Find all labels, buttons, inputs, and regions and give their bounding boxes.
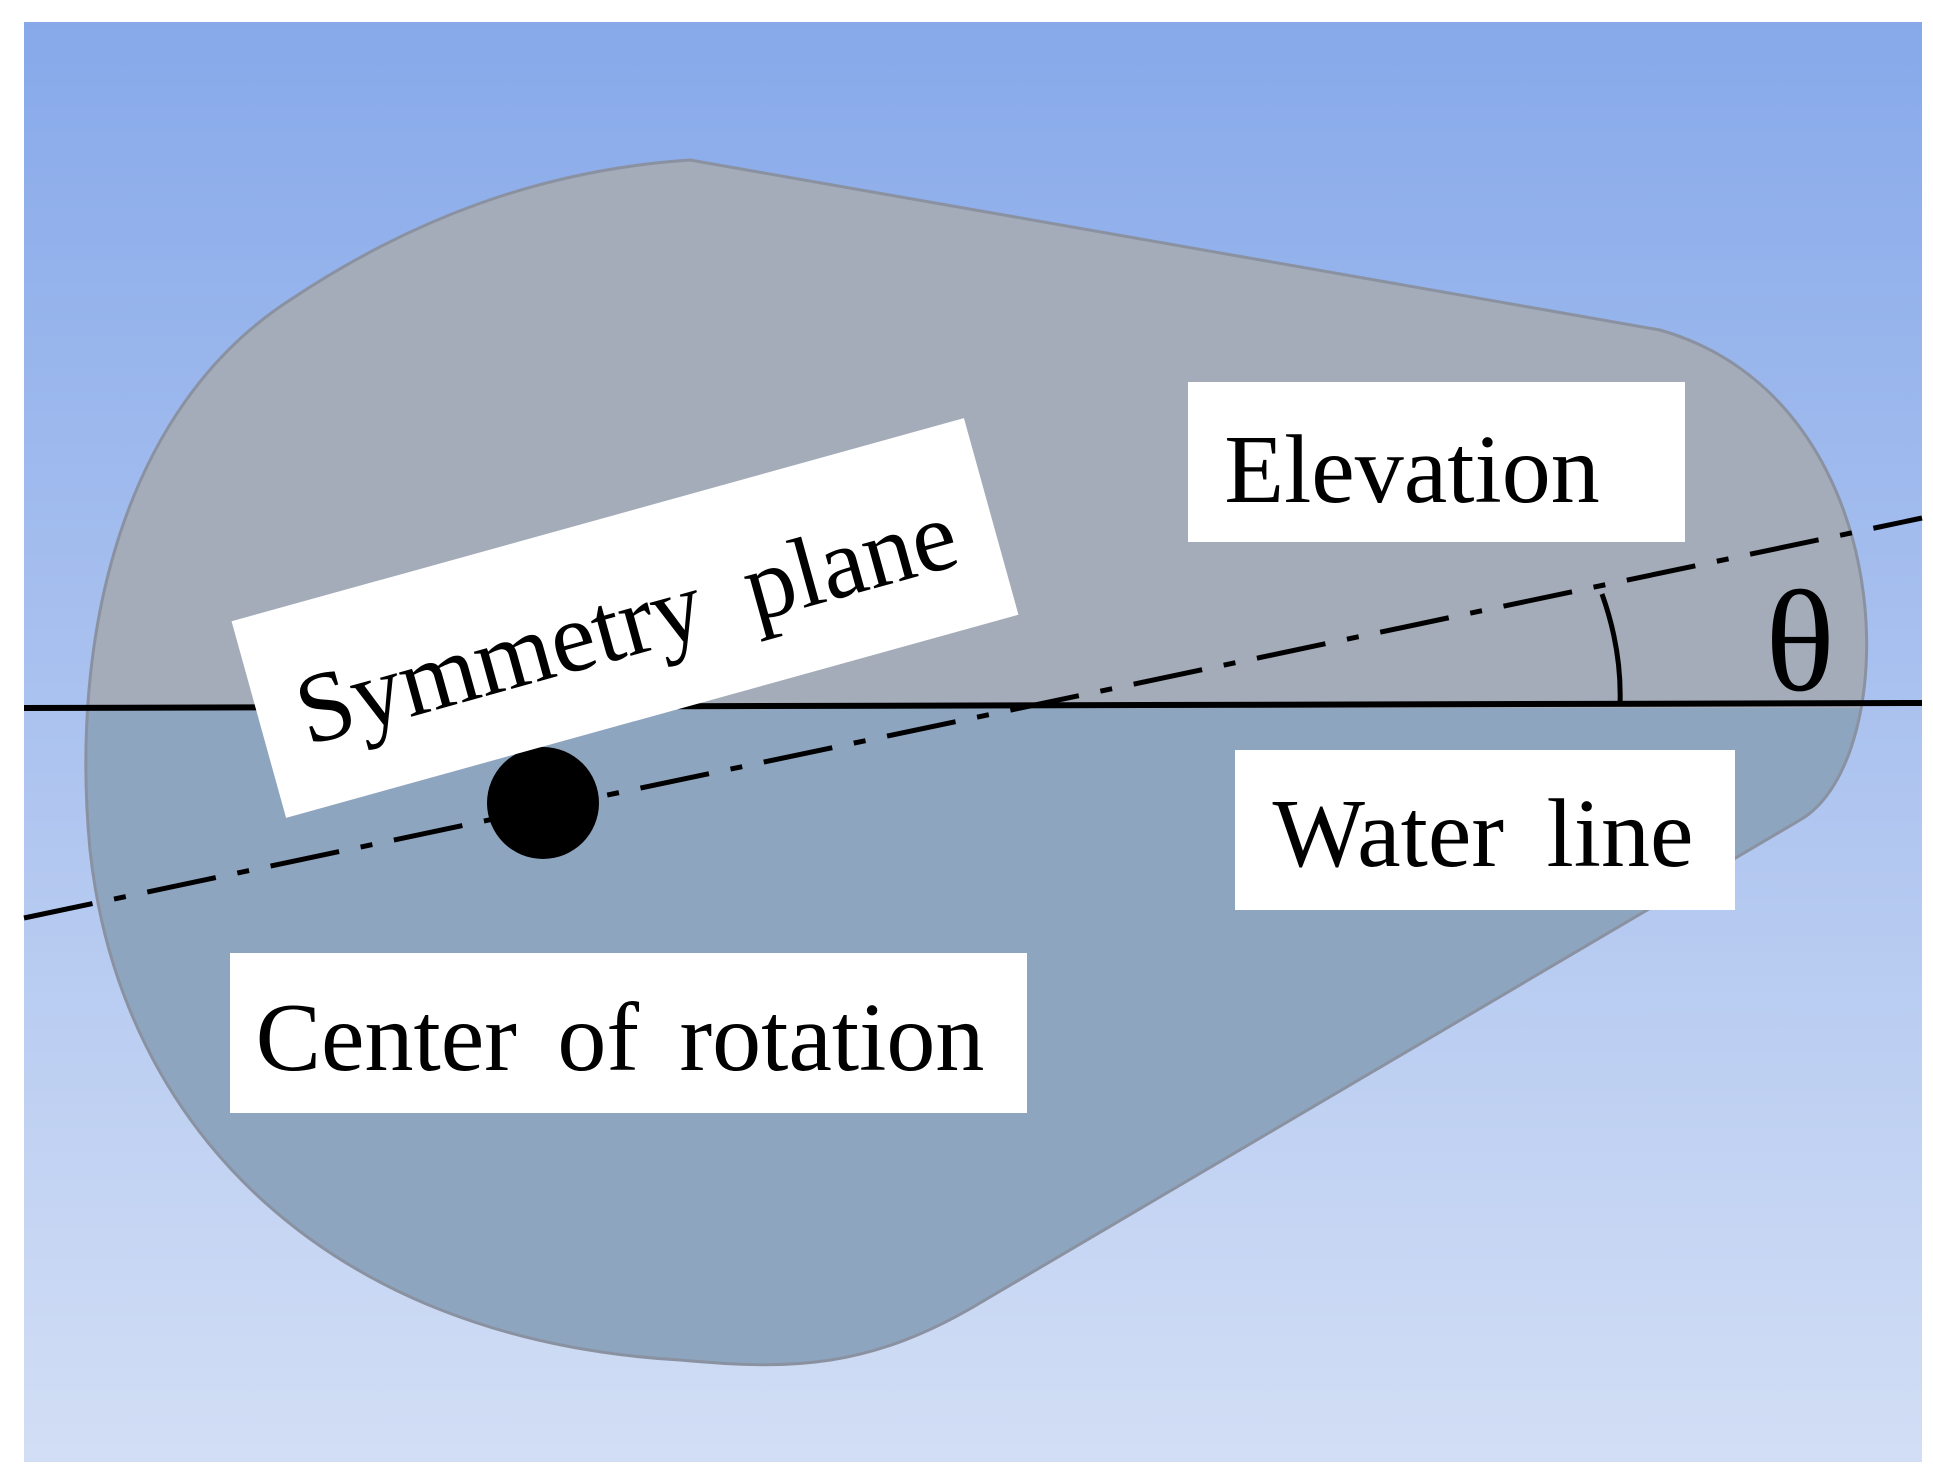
water-line-callout: Water line bbox=[1235, 750, 1735, 910]
water-line-label: Water line bbox=[1273, 780, 1694, 888]
center-of-rotation-point bbox=[487, 747, 599, 859]
hull-outline bbox=[84, 158, 1869, 1367]
elevation-callout: Elevation bbox=[1188, 382, 1685, 542]
water-line-label-box bbox=[1235, 750, 1735, 910]
angle-theta-label: θ bbox=[1765, 562, 1834, 722]
center-of-rotation-label: Center of rotation bbox=[256, 984, 985, 1092]
angle-arc bbox=[1599, 593, 1623, 706]
elevation-label: Elevation bbox=[1224, 416, 1600, 524]
center-of-rotation-callout: Center of rotation bbox=[230, 953, 1027, 1113]
elevation-label-box bbox=[1188, 382, 1685, 542]
center-of-rotation-label-box bbox=[230, 953, 1027, 1113]
symmetry-plane-label-box bbox=[231, 418, 1019, 818]
